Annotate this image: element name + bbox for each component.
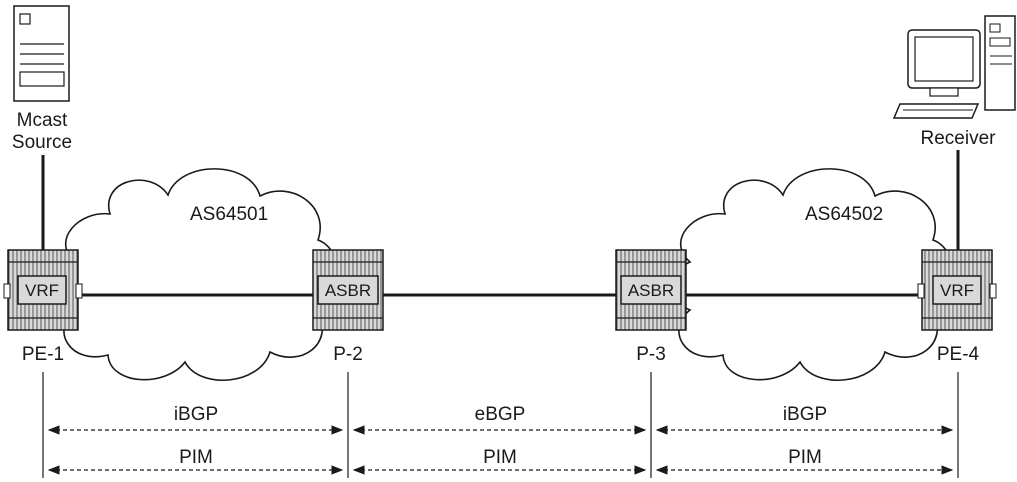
session-label-ibgp-1: iBGP bbox=[174, 404, 218, 425]
router-name-pe4: PE-4 bbox=[937, 344, 980, 365]
router-pe1: VRF bbox=[3, 249, 83, 331]
router-box-label-pe1: VRF bbox=[25, 281, 59, 300]
receiver-label: Receiver bbox=[921, 128, 997, 149]
server-icon bbox=[13, 5, 70, 102]
source-label-line1: Mcast bbox=[17, 110, 68, 131]
session-label-ebgp: eBGP bbox=[475, 404, 526, 425]
router-box-label-pe4: VRF bbox=[940, 281, 974, 300]
router-box-label-p3: ASBR bbox=[628, 281, 674, 300]
cloud-as64502: AS64502 bbox=[672, 168, 954, 381]
session-label-pim-1: PIM bbox=[179, 447, 213, 468]
router-name-p2: P-2 bbox=[333, 344, 363, 365]
cloud-label-as64501: AS64501 bbox=[190, 204, 268, 225]
router-name-pe1: PE-1 bbox=[22, 344, 64, 365]
session-label-ibgp-2: iBGP bbox=[783, 404, 827, 425]
router-box-label-p2: ASBR bbox=[325, 281, 371, 300]
router-pe4: VRF bbox=[917, 249, 997, 331]
router-p2: ASBR bbox=[312, 249, 384, 331]
cloud-label-as64502: AS64502 bbox=[805, 204, 883, 225]
source-label-line2: Source bbox=[12, 132, 72, 153]
computer-icon bbox=[892, 15, 1016, 119]
router-p3: ASBR bbox=[615, 249, 687, 331]
session-label-pim-3: PIM bbox=[788, 447, 822, 468]
session-label-pim-2: PIM bbox=[483, 447, 517, 468]
router-name-p3: P-3 bbox=[636, 344, 666, 365]
cloud-as64501: AS64501 bbox=[57, 168, 339, 381]
